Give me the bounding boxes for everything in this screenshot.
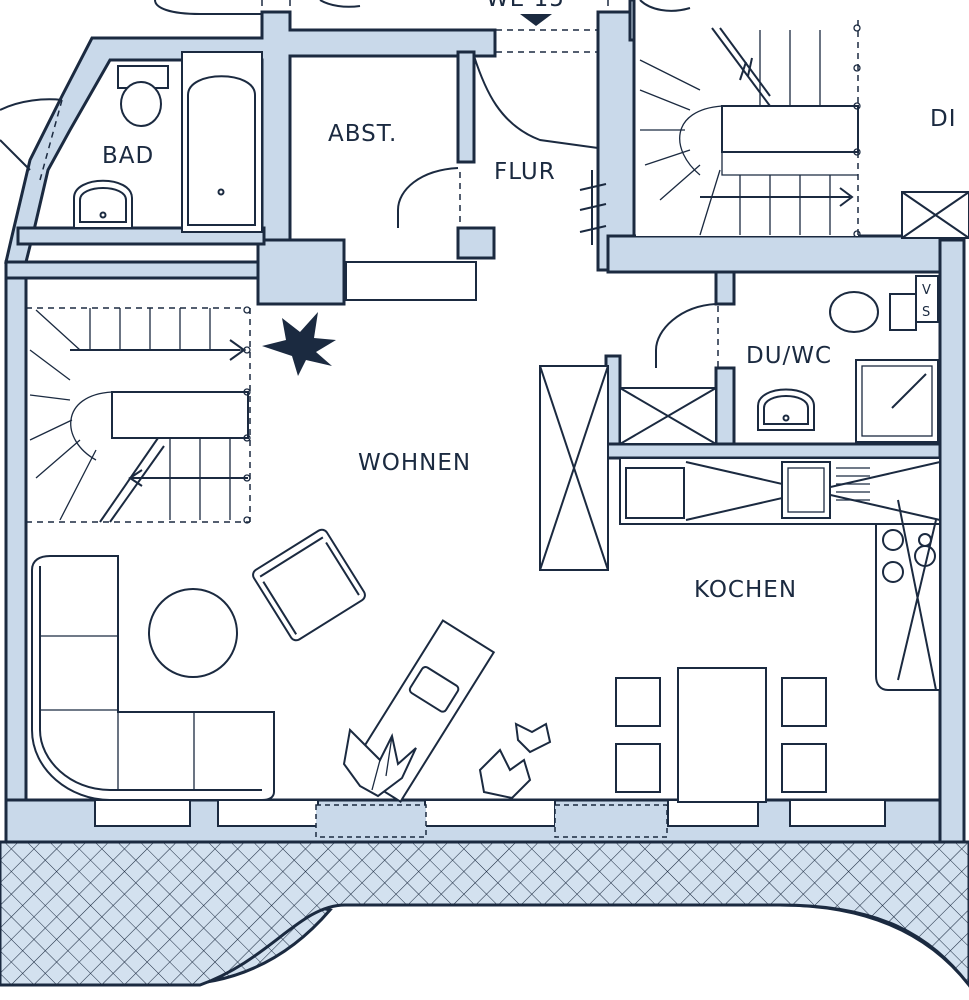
kitchen-fixtures [539,365,941,691]
room-label-abst: ABST. [328,121,397,147]
room-label-bad: BAD [102,143,154,169]
room-label-flur: FLUR [494,159,556,185]
stair-living [26,306,251,524]
room-labels: WE 15 BAD ABST. FLUR WOHNEN DU/WC KOCHEN… [102,0,957,603]
room-label-du-wc: DU/WC [746,343,832,369]
doors [154,0,719,368]
walls [4,0,966,844]
shower-room-fixtures [757,275,939,443]
room-label-neighbor: DI [930,106,957,132]
terrace [0,840,969,988]
shaft-label-v: V [922,283,931,298]
room-label-kochen: KOCHEN [694,577,797,603]
shaft-label-s: S [922,305,930,320]
bathroom-fixtures [0,51,263,233]
room-label-we: WE 15 [486,0,565,12]
entry-arrow-icon [520,14,552,26]
room-label-wohnen: WOHNEN [358,450,471,476]
living-furniture [31,528,827,803]
stair-upper [636,20,969,239]
plant-icon [478,722,552,800]
plant-icon [342,727,417,798]
plant-icon [262,312,336,376]
